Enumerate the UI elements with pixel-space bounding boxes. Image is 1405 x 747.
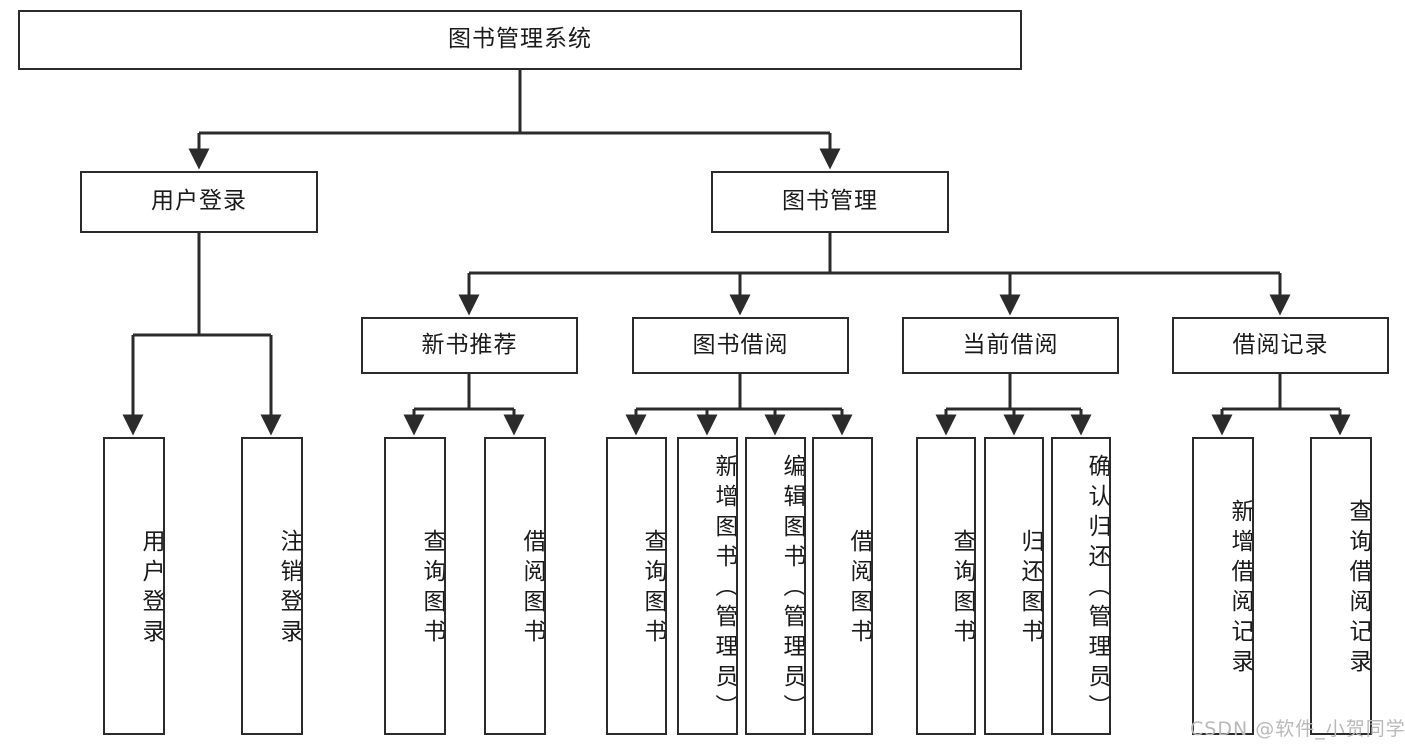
leaf-borrow-record-query-record[interactable]: 查询借阅记录: [1310, 437, 1372, 735]
node-user-login[interactable]: 用户登录: [80, 171, 318, 233]
leaf-book-borrow-borrow-book[interactable]: 借阅图书: [812, 437, 873, 735]
node-label: 借阅图书: [846, 529, 872, 649]
node-label: 当前借阅: [962, 331, 1059, 358]
node-label: 查询借阅记录: [1345, 499, 1371, 679]
node-root-book-management-system[interactable]: 图书管理系统: [18, 10, 1022, 70]
node-label: 图书管理: [782, 188, 878, 215]
leaf-book-borrow-query-book[interactable]: 查询图书: [606, 437, 667, 735]
node-label: 归还图书: [1017, 529, 1043, 649]
node-label: 确认归还（管理员）: [1084, 454, 1110, 724]
leaf-current-borrow-return-book[interactable]: 归还图书: [984, 437, 1044, 735]
node-label: 查询图书: [640, 529, 666, 649]
node-label: 编辑图书（管理员）: [779, 454, 805, 724]
leaf-current-borrow-query-book[interactable]: 查询图书: [916, 437, 976, 735]
node-book-borrow[interactable]: 图书借阅: [632, 317, 849, 374]
leaf-new-book-borrow-book[interactable]: 借阅图书: [484, 437, 546, 735]
node-new-book-recommend[interactable]: 新书推荐: [361, 317, 578, 374]
node-label: 借阅图书: [519, 529, 545, 649]
node-label: 查询图书: [949, 529, 975, 649]
leaf-book-borrow-edit-book-admin[interactable]: 编辑图书（管理员）: [745, 437, 806, 735]
leaf-user-login-login[interactable]: 用户登录: [103, 437, 165, 735]
node-label: 用户登录: [138, 529, 164, 649]
leaf-borrow-record-add-record[interactable]: 新增借阅记录: [1192, 437, 1254, 735]
node-label: 用户登录: [151, 188, 247, 215]
leaf-new-book-query-book[interactable]: 查询图书: [384, 437, 446, 735]
leaf-book-borrow-add-book-admin[interactable]: 新增图书（管理员）: [677, 437, 738, 735]
node-label: 查询图书: [419, 529, 445, 649]
node-book-management[interactable]: 图书管理: [711, 171, 949, 233]
node-label: 注销登录: [276, 529, 302, 649]
node-label: 新增图书（管理员）: [711, 454, 737, 724]
leaf-user-login-logout[interactable]: 注销登录: [241, 437, 303, 735]
node-current-borrow[interactable]: 当前借阅: [902, 317, 1119, 374]
node-borrow-record[interactable]: 借阅记录: [1172, 317, 1389, 374]
node-label: 图书管理系统: [448, 26, 592, 53]
leaf-current-borrow-confirm-return-admin[interactable]: 确认归还（管理员）: [1051, 437, 1111, 735]
node-label: 新书推荐: [421, 331, 518, 358]
node-label: 新增借阅记录: [1227, 499, 1253, 679]
node-label: 借阅记录: [1232, 331, 1329, 358]
node-label: 图书借阅: [692, 331, 789, 358]
